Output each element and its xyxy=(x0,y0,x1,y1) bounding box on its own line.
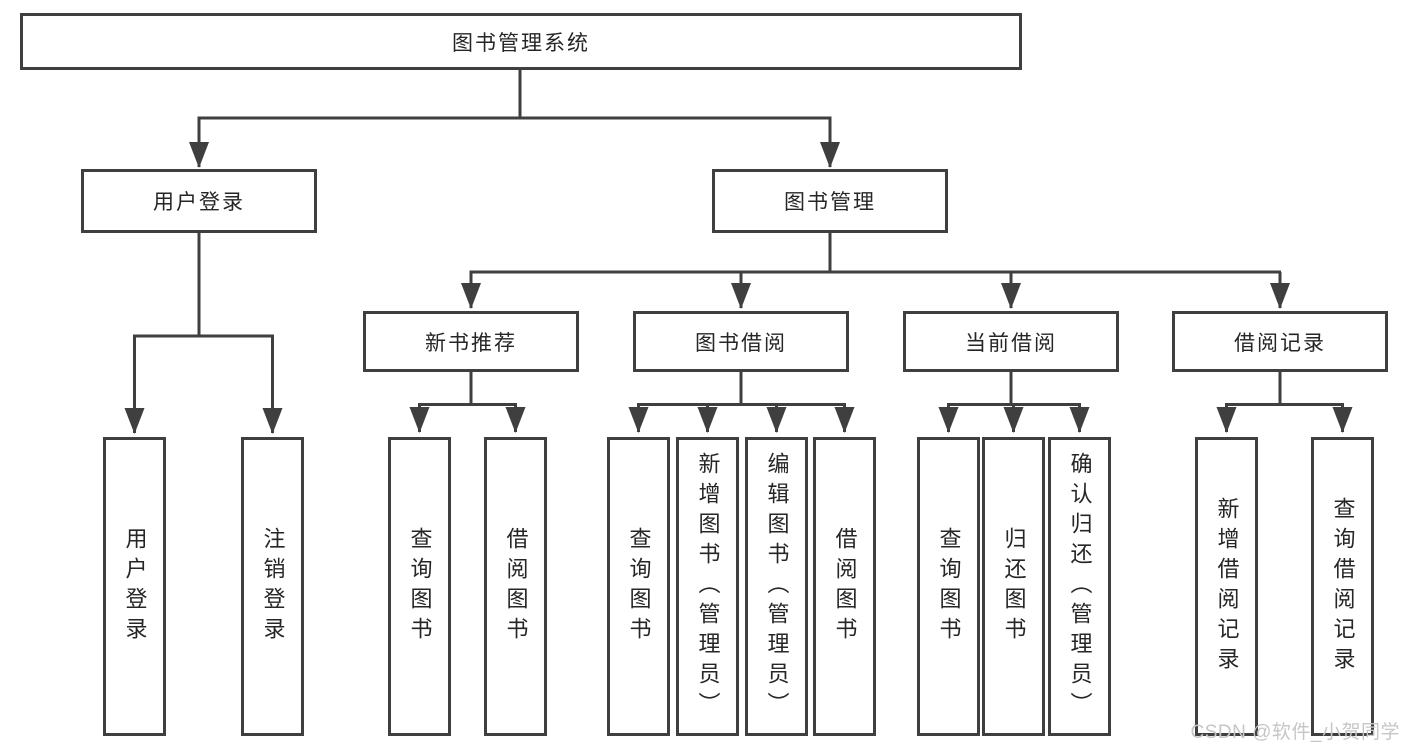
leaf-logout-label: 注销登录 xyxy=(260,526,286,647)
node-book-borrow: 图书借阅 xyxy=(633,311,849,372)
node-new-book-recommend: 新书推荐 xyxy=(363,311,579,372)
leaf-query-books-current-label: 查询图书 xyxy=(936,526,962,647)
node-book-borrow-label: 图书借阅 xyxy=(695,331,787,355)
node-user-login: 用户登录 xyxy=(81,169,317,233)
leaf-user-login-label: 用户登录 xyxy=(122,526,148,647)
node-borrow-records-label: 借阅记录 xyxy=(1234,331,1326,355)
node-book-management-label: 图书管理 xyxy=(784,191,876,214)
leaf-user-login: 用户登录 xyxy=(103,437,166,736)
node-root-label: 图书管理系统 xyxy=(452,31,590,55)
leaf-edit-books-admin: 编辑图书（管理员） xyxy=(745,437,808,736)
leaf-add-borrow-record: 新增借阅记录 xyxy=(1195,437,1258,736)
leaf-return-books-label: 归还图书 xyxy=(1001,526,1027,647)
leaf-logout: 注销登录 xyxy=(241,437,304,736)
node-current-borrow-label: 当前借阅 xyxy=(965,331,1057,355)
leaf-query-books-current: 查询图书 xyxy=(917,437,980,736)
leaf-add-books-admin-label: 新增图书（管理员） xyxy=(695,451,721,722)
leaf-borrow-books-recommend-label: 借阅图书 xyxy=(503,526,529,647)
node-root: 图书管理系统 xyxy=(20,13,1022,70)
leaf-query-books-borrow: 查询图书 xyxy=(607,437,670,736)
leaf-add-books-admin: 新增图书（管理员） xyxy=(676,437,739,736)
leaf-borrow-books-label: 借阅图书 xyxy=(832,526,858,647)
node-new-book-recommend-label: 新书推荐 xyxy=(425,331,517,355)
node-borrow-records: 借阅记录 xyxy=(1172,311,1388,372)
leaf-add-borrow-record-label: 新增借阅记录 xyxy=(1214,496,1240,677)
leaf-query-books-recommend-label: 查询图书 xyxy=(407,526,433,647)
node-user-login-label: 用户登录 xyxy=(153,191,245,214)
leaf-borrow-books-recommend: 借阅图书 xyxy=(484,437,547,736)
leaf-return-books: 归还图书 xyxy=(982,437,1045,736)
leaf-confirm-return-admin: 确认归还（管理员） xyxy=(1048,437,1111,736)
leaf-borrow-books: 借阅图书 xyxy=(813,437,876,736)
csdn-watermark: CSDN @软件_小贺同学 xyxy=(1190,722,1400,743)
node-current-borrow: 当前借阅 xyxy=(903,311,1119,372)
leaf-query-borrow-record: 查询借阅记录 xyxy=(1311,437,1374,736)
leaf-query-books-borrow-label: 查询图书 xyxy=(626,526,652,647)
leaf-edit-books-admin-label: 编辑图书（管理员） xyxy=(764,451,790,722)
leaf-query-books-recommend: 查询图书 xyxy=(388,437,451,736)
leaf-query-borrow-record-label: 查询借阅记录 xyxy=(1330,496,1356,677)
leaf-confirm-return-admin-label: 确认归还（管理员） xyxy=(1067,451,1093,722)
node-book-management: 图书管理 xyxy=(712,169,948,233)
